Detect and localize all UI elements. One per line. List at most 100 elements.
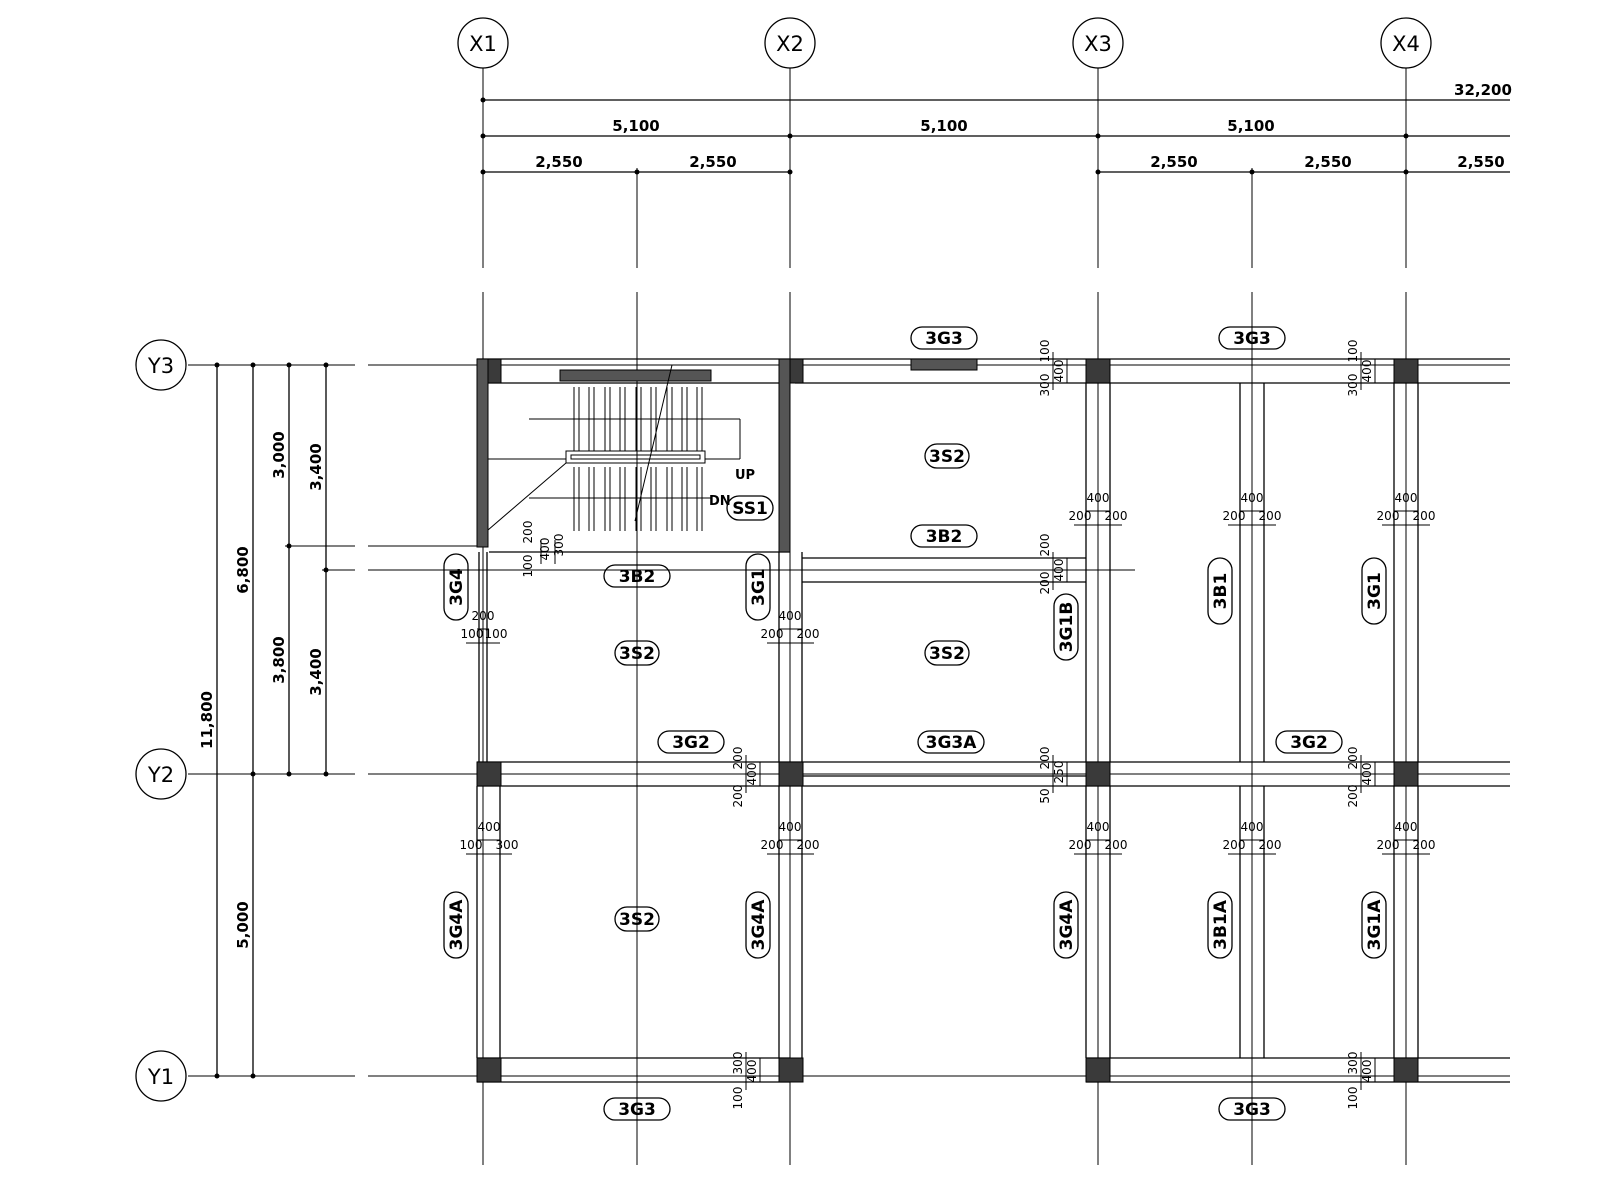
tag-label: 3S2: [929, 644, 965, 664]
stair-up-label: UP: [735, 468, 755, 483]
svg-text:400: 400: [1087, 491, 1110, 505]
dim-total-y: 11,800: [198, 691, 216, 749]
small-dim-x3-upper: 400 200 200: [1069, 491, 1128, 526]
grid-bubble-y1: Y1: [135, 1050, 187, 1102]
stair-treads: [573, 387, 703, 531]
dim-total-x: 32,200: [1454, 81, 1512, 99]
svg-text:400: 400: [745, 1060, 759, 1083]
svg-text:400: 400: [779, 820, 802, 834]
svg-text:200: 200: [1413, 838, 1436, 852]
small-dim-y3-x4: 100 300 400: [1346, 340, 1376, 397]
tag-label: 3G4A: [447, 899, 467, 951]
small-dim-y1-x4: 300 100 400: [1346, 1052, 1376, 1109]
column: [1085, 1057, 1111, 1083]
svg-text:200: 200: [1038, 572, 1052, 595]
svg-text:400: 400: [538, 538, 552, 561]
tag-3g3-bottom-b: 3G3: [1218, 1097, 1286, 1121]
small-dim-x1-lower: 400 100 300: [460, 820, 518, 855]
svg-text:400: 400: [779, 609, 802, 623]
tag-3g3-top-b: 3G3: [1218, 326, 1286, 350]
stair-landing-wall: [559, 369, 712, 382]
shear-wall: [778, 358, 791, 553]
svg-text:200: 200: [521, 521, 535, 544]
grid-label-x3: X3: [1084, 32, 1112, 56]
tag-label: 3G3A: [926, 733, 978, 753]
tag-3g1a: 3G1A: [1361, 891, 1387, 959]
column: [1085, 358, 1111, 384]
tag-label: 3B2: [619, 567, 656, 587]
svg-text:400: 400: [1395, 820, 1418, 834]
dim-half-span: 2,550: [689, 153, 736, 171]
tag-label: 3G1: [749, 568, 769, 606]
svg-text:300: 300: [731, 1052, 745, 1075]
grid-bubble-x3: X3: [1072, 17, 1124, 69]
svg-text:400: 400: [1360, 1060, 1374, 1083]
small-dim-y2-x3: 200 50 250: [1038, 747, 1068, 804]
grid-label-y2: Y2: [147, 763, 174, 787]
grid-bubble-y2: Y2: [135, 748, 187, 800]
tag-3b1: 3B1: [1207, 557, 1233, 625]
small-dim-b2-x3: 200 200 400: [1038, 534, 1068, 595]
svg-text:300: 300: [1038, 374, 1052, 397]
svg-text:200: 200: [1223, 509, 1246, 523]
tag-3g1b: 3G1B: [1053, 593, 1079, 661]
tag-label: 3G2: [1290, 733, 1328, 753]
svg-text:300: 300: [1346, 374, 1360, 397]
small-dim-y2-x2: 200 200 400: [731, 747, 761, 808]
svg-text:200: 200: [1259, 509, 1282, 523]
svg-text:400: 400: [1241, 491, 1264, 505]
tag-label: 3G4: [447, 568, 467, 606]
svg-text:200: 200: [731, 747, 745, 770]
grid-label-y1: Y1: [147, 1065, 174, 1089]
svg-text:200: 200: [1038, 747, 1052, 770]
tag-label: 3S2: [929, 447, 965, 467]
tag-3s2-mid: 3S2: [924, 640, 970, 666]
small-dim-b2-stair: 200 100 400 300: [521, 521, 566, 578]
column: [1393, 761, 1419, 787]
tag-3g1-x4: 3G1: [1361, 557, 1387, 625]
svg-text:250: 250: [1052, 761, 1066, 784]
tag-label: 3G3: [1233, 329, 1271, 349]
dim-y-outer: 5,000: [234, 901, 252, 948]
tag-label: SS1: [732, 499, 768, 519]
svg-text:400: 400: [478, 820, 501, 834]
dim-y-middle: 3,000: [270, 431, 288, 478]
dim-half-span: 2,550: [535, 153, 582, 171]
svg-text:200: 200: [1105, 509, 1128, 523]
svg-text:100: 100: [485, 627, 508, 641]
svg-text:200: 200: [731, 785, 745, 808]
tag-label: 3G1A: [1365, 899, 1385, 951]
svg-text:200: 200: [761, 838, 784, 852]
grid-bubble-x4: X4: [1380, 17, 1432, 69]
tag-label: 3B1: [1211, 573, 1231, 610]
svg-text:200: 200: [1377, 509, 1400, 523]
small-dim-x1-upper: 200 100 100: [461, 609, 508, 644]
tag-label: 3G1: [1365, 572, 1385, 610]
small-dim-x4-lower: 400 200 200: [1377, 820, 1436, 855]
grid-bubble-x2: X2: [764, 17, 816, 69]
column: [1393, 358, 1419, 384]
grid-lines: [188, 68, 1510, 1165]
tag-3b2-left: 3B2: [603, 564, 671, 588]
svg-text:200: 200: [1377, 838, 1400, 852]
svg-text:300: 300: [552, 534, 566, 557]
svg-text:200: 200: [1069, 838, 1092, 852]
small-dim-x3-lower: 400 200 200: [1069, 820, 1127, 855]
svg-text:50: 50: [1038, 788, 1052, 803]
tag-label: 3G3: [925, 329, 963, 349]
svg-text:100: 100: [731, 1087, 745, 1110]
dimension-chain-left: [214, 362, 329, 1079]
tag-3g3-bottom-a: 3G3: [603, 1097, 671, 1121]
column: [778, 1057, 804, 1083]
dim-half-span: 2,550: [1457, 153, 1504, 171]
grid-label-x4: X4: [1392, 32, 1420, 56]
column: [1393, 1057, 1419, 1083]
dim-y-outer: 6,800: [234, 546, 252, 593]
tag-label: 3B1A: [1211, 899, 1231, 950]
svg-text:400: 400: [1087, 820, 1110, 834]
svg-text:200: 200: [797, 627, 820, 641]
svg-text:200: 200: [1069, 509, 1092, 523]
tag-3g1-x2: 3G1: [745, 553, 771, 621]
stair-landing: [565, 450, 706, 464]
dim-half-span: 2,550: [1304, 153, 1351, 171]
